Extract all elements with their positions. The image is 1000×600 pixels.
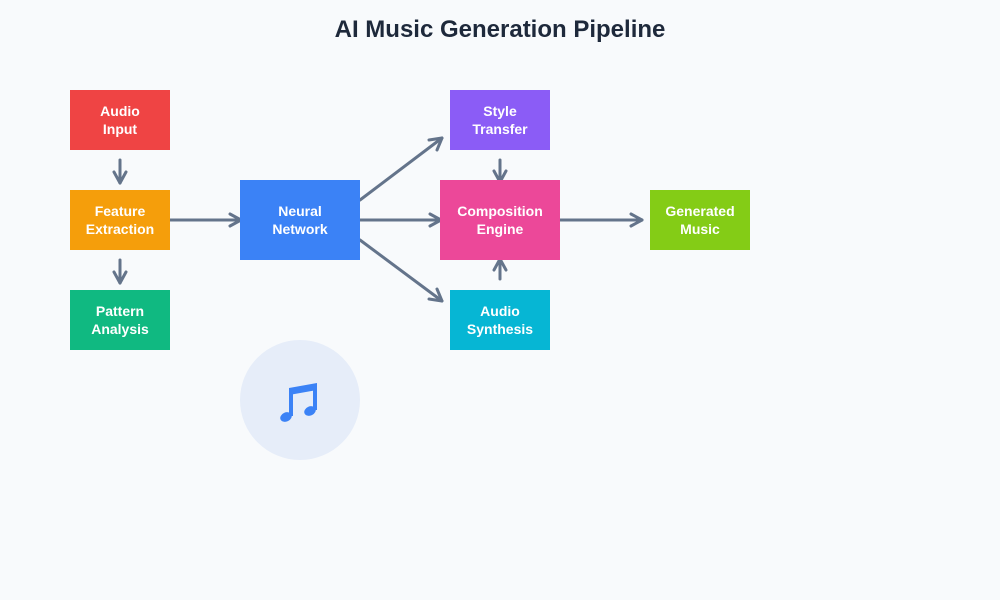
edge-style-transfer-to-composition-engine: [492, 158, 508, 184]
music-note-icon: [280, 383, 317, 422]
edge-neural-network-to-style-transfer: [358, 136, 444, 202]
edge-neural-network-to-audio-synthesis: [358, 238, 444, 303]
edge-composition-engine-to-generated-music: [558, 212, 644, 228]
node-neural-network-label-line2: Network: [272, 221, 328, 237]
edge-audio-input-to-feature-extraction: [112, 158, 128, 185]
node-neural-network-label-line1: Neural: [278, 203, 322, 219]
node-generated-music-label-line1: Generated: [665, 203, 735, 219]
node-feature-extraction[interactable]: Feature Extraction: [70, 190, 170, 250]
node-pattern-analysis[interactable]: Pattern Analysis: [70, 290, 170, 350]
diagram-title: AI Music Generation Pipeline: [334, 16, 666, 43]
node-audio-synthesis-label-line1: Audio: [480, 303, 520, 319]
node-composition-engine-label-line2: Engine: [476, 221, 524, 237]
node-style-transfer[interactable]: Style Transfer: [450, 90, 550, 150]
node-generated-music-label-line2: Music: [680, 221, 720, 237]
node-pattern-analysis-label-line1: Pattern: [95, 303, 145, 319]
music-badge: [240, 340, 360, 460]
node-audio-input-label-line2: Input: [102, 121, 138, 137]
node-neural-network[interactable]: Neural Network: [240, 180, 360, 260]
node-audio-input[interactable]: Audio Input: [70, 90, 170, 150]
node-audio-synthesis[interactable]: Audio Synthesis: [450, 290, 550, 350]
node-style-transfer-label-line2: Transfer: [472, 121, 528, 137]
edge-feature-extraction-to-pattern-analysis: [112, 258, 128, 285]
node-feature-extraction-label-line1: Feature: [94, 203, 146, 219]
node-pattern-analysis-label-line2: Analysis: [91, 321, 149, 337]
node-composition-engine-label-line1: Composition: [457, 203, 543, 219]
node-audio-input-label-line1: Audio: [100, 103, 140, 119]
edge-feature-extraction-to-neural-network: [168, 212, 243, 228]
node-style-transfer-label-line1: Style: [483, 103, 517, 119]
edge-neural-network-to-composition-engine: [358, 212, 443, 228]
node-audio-synthesis-label-line2: Synthesis: [466, 321, 534, 337]
node-generated-music[interactable]: Generated Music: [650, 190, 750, 250]
edge-audio-synthesis-to-composition-engine: [492, 257, 508, 281]
node-composition-engine[interactable]: Composition Engine: [440, 180, 560, 260]
node-feature-extraction-label-line2: Extraction: [85, 221, 155, 237]
